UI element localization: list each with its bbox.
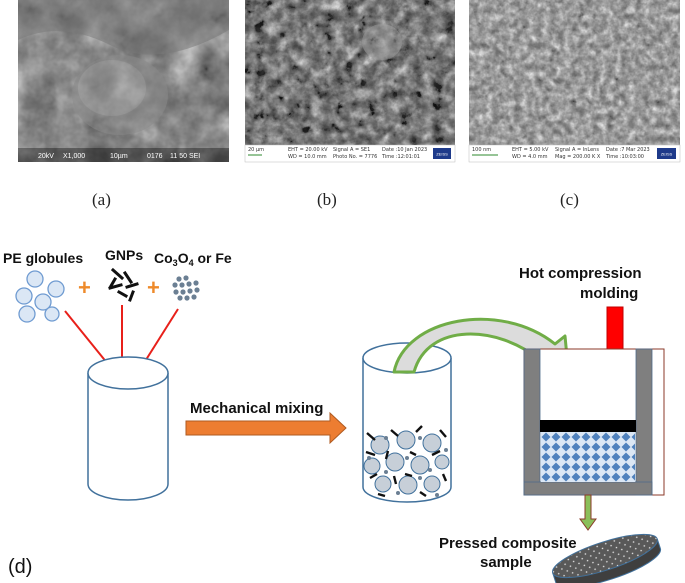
mixture-particles [367, 436, 448, 497]
sem-a-voltage: 20kV [38, 153, 54, 160]
sem-c-signal: Signal A = InLens [555, 147, 599, 153]
sem-b-date: Date :10 Jan 2023 [382, 147, 427, 153]
sem-b-photo: Photo No. = 7776 [333, 154, 377, 160]
sem-image-b: 20 µm EHT = 20.00 kV WD = 10.0 mm Signal… [244, 0, 456, 163]
sem-c-eht: EHT = 5.00 kV [512, 147, 549, 153]
sem-b-eht: EHT = 20.00 kV [288, 147, 328, 153]
sem-b-signal: Signal A = SE1 [333, 147, 370, 153]
label-molding: molding [580, 285, 638, 302]
compression-mold [523, 348, 665, 496]
composite-powder [541, 432, 635, 482]
sem-c-mag: Mag = 200.00 K X [555, 154, 601, 160]
sem-c-wd: WD = 4.0 mm [512, 154, 548, 160]
mechanical-mixing-arrow [185, 411, 347, 445]
sem-c-time: Time :10:03:00 [605, 154, 644, 160]
label-hot-compression: Hot compression [519, 265, 642, 282]
sem-b-logo [433, 148, 451, 159]
label-sample: sample [480, 554, 532, 571]
pe-globules-icon [15, 270, 65, 323]
sem-c-scale: 100 nm [472, 147, 491, 153]
caption-a: (a) [92, 190, 111, 209]
mixture-globules [363, 430, 450, 495]
sem-a-detector: 11 50 SEI [170, 153, 200, 160]
label-gnps: GNPs [105, 247, 143, 263]
label-mechanical-mixing: Mechanical mixing [190, 400, 323, 417]
co3o4-particles-icon [172, 275, 200, 301]
output-arrow [579, 494, 597, 531]
sem-a-number: 0176 [147, 153, 163, 160]
sem-b-databar: 20 µm EHT = 20.00 kV WD = 10.0 mm Signal… [248, 147, 451, 160]
sem-c-date: Date :7 Mar 2023 [606, 147, 650, 153]
mixing-cylinder-empty [87, 356, 169, 501]
mixture-gnps [365, 425, 448, 498]
sem-a-magnification: X1,000 [63, 153, 85, 160]
sem-b-scale: 20 µm [248, 147, 264, 153]
label-pressed-composite: Pressed composite [439, 535, 577, 552]
caption-b: (b) [317, 190, 337, 209]
sem-a-scale: 10µm [110, 153, 128, 160]
sem-b-brand: ZEISS [436, 152, 448, 157]
label-co3o4-or-fe: Co3O4 or Fe [154, 250, 232, 268]
sem-b-time: Time :12:01:01 [381, 154, 420, 160]
plus-sign-2: + [147, 275, 160, 300]
label-pe-globules: PE globules [3, 250, 83, 266]
sem-image-a: 20kV X1,000 10µm 0176 11 50 SEI [18, 0, 229, 162]
sem-b-wd: WD = 10.0 mm [288, 154, 327, 160]
sem-a-databar: 20kV X1,000 10µm 0176 11 50 SEI [38, 153, 200, 160]
caption-c: (c) [560, 190, 579, 209]
sem-c-brand: ZEISS [661, 152, 673, 157]
sem-c-databar: 100 nm EHT = 5.00 kV WD = 4.0 mm Signal … [472, 147, 676, 160]
sem-image-c: 100 nm EHT = 5.00 kV WD = 4.0 mm Signal … [468, 0, 681, 163]
gnps-icon [108, 267, 139, 302]
caption-d: (d) [8, 556, 32, 578]
mold-plunger [540, 420, 636, 432]
pressed-sample-pellet [552, 533, 662, 583]
sem-c-logo [657, 148, 676, 159]
plus-sign-1: + [78, 275, 91, 300]
